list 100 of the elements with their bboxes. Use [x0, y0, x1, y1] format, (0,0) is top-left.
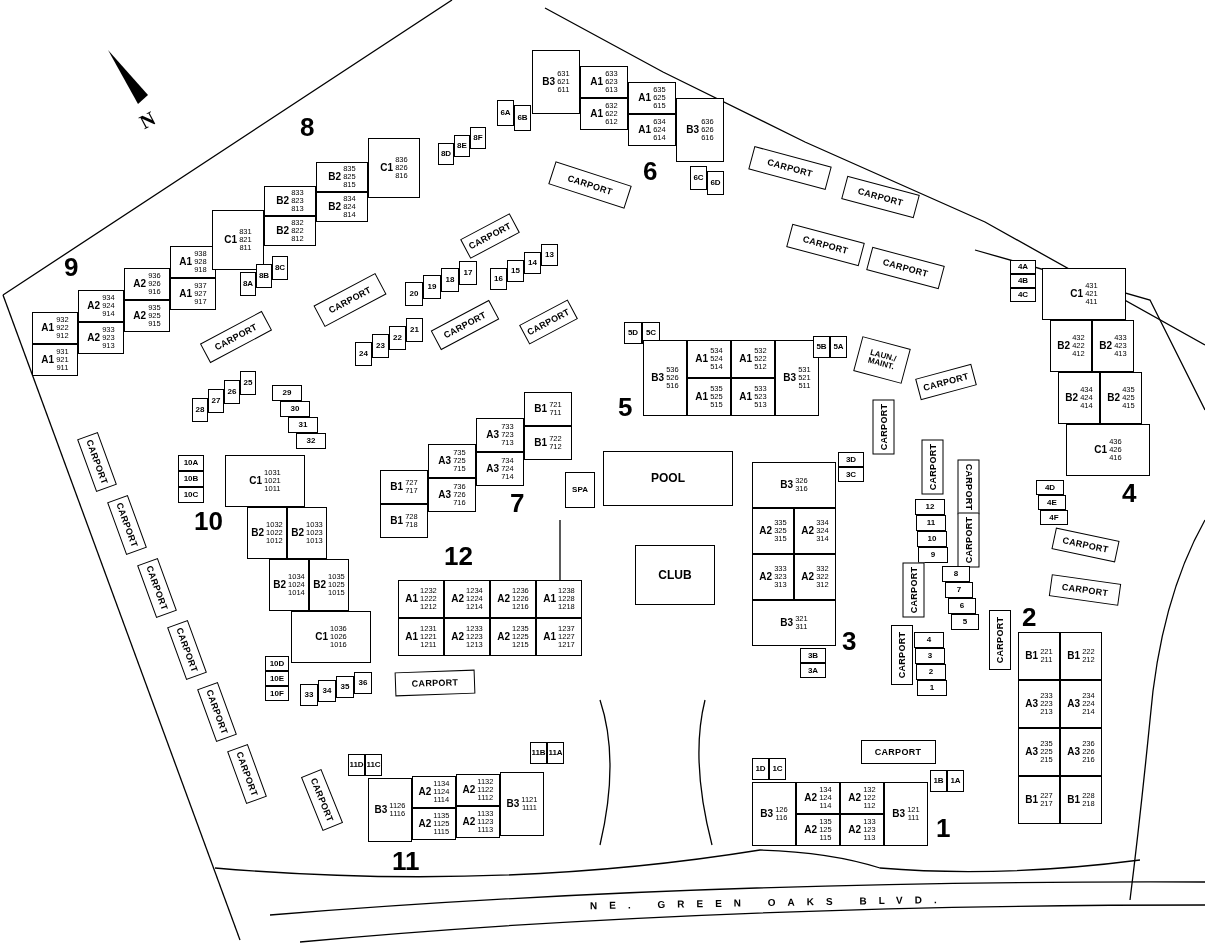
apartment-unit — [212, 210, 264, 270]
unit-type-label: A2 — [801, 572, 815, 582]
garage: 5B — [813, 336, 830, 358]
apartment-unit — [752, 462, 836, 508]
building-number: 5 — [618, 394, 633, 420]
garage: 20 — [405, 282, 423, 306]
apartment-unit — [500, 772, 544, 836]
garage: 31 — [288, 417, 318, 433]
garage: 11 — [916, 515, 946, 531]
garage: 10F — [265, 686, 289, 701]
garage: 18 — [441, 268, 459, 292]
unit-type-label: C1 — [1070, 289, 1084, 299]
unit-type-label: B3 — [760, 809, 774, 819]
unit-type-label: A3 — [1025, 747, 1039, 757]
laundry-maintenance-building: LAUN./ MAINT. — [853, 336, 911, 384]
garage: 28 — [192, 398, 208, 422]
unit-type-label: A1 — [590, 77, 604, 87]
unit-type-label: A3 — [1067, 747, 1081, 757]
unit-type-label: B3 — [783, 373, 797, 383]
unit-type-label: B2 — [1065, 393, 1079, 403]
apartment-unit — [752, 600, 836, 646]
building-number: 7 — [510, 490, 525, 516]
garage: 5A — [830, 336, 847, 358]
unit-type-label: B2 — [251, 528, 265, 538]
apartment-unit — [628, 82, 676, 114]
carport: CARPORT — [1048, 574, 1122, 606]
garage: 10B — [178, 471, 204, 487]
unit-type-label: A2 — [451, 594, 465, 604]
unit-type-label: A2 — [451, 632, 465, 642]
garage: 27 — [208, 389, 224, 413]
carport: CARPORT — [957, 459, 979, 515]
unit-type-label: A2 — [801, 526, 815, 536]
garage: 4D — [1036, 480, 1064, 495]
carport: CARPORT — [989, 610, 1011, 670]
apartment-unit — [580, 98, 628, 130]
garage: 3D — [838, 452, 864, 467]
apartment-unit — [1060, 680, 1102, 728]
carport: CARPORT — [957, 512, 979, 568]
garage: 8 — [942, 566, 970, 582]
carport: CARPORT — [394, 669, 476, 697]
unit-type-label: B1 — [390, 482, 404, 492]
unit-type-label: A3 — [1067, 699, 1081, 709]
garage: 4B — [1010, 274, 1036, 288]
garage: 10A — [178, 455, 204, 471]
unit-type-label: A1 — [41, 355, 55, 365]
apartment-unit — [1060, 728, 1102, 776]
apartment-unit — [444, 580, 490, 618]
unit-type-label: B3 — [651, 373, 665, 383]
unit-type-label: A1 — [695, 354, 709, 364]
unit-type-label: A3 — [486, 430, 500, 440]
unit-type-label: B2 — [1107, 393, 1121, 403]
garage: 8F — [470, 127, 486, 149]
garage: 1 — [917, 680, 947, 696]
unit-type-label: B1 — [1025, 651, 1039, 661]
spa: SPA — [565, 472, 595, 508]
apartment-unit — [32, 312, 78, 344]
unit-type-label: B1 — [534, 404, 548, 414]
apartment-unit — [490, 580, 536, 618]
garage: 3A — [800, 663, 826, 678]
apartment-unit — [796, 814, 840, 846]
garage: 6 — [948, 598, 976, 614]
unit-type-label: C1 — [249, 476, 263, 486]
apartment-unit — [368, 778, 412, 842]
apartment-unit — [380, 504, 428, 538]
garage: 30 — [280, 401, 310, 417]
garage: 5D — [624, 322, 642, 344]
garage: 4A — [1010, 260, 1036, 274]
unit-type-label: B3 — [374, 805, 388, 815]
apartment-unit — [1018, 728, 1060, 776]
unit-type-label: A1 — [179, 257, 193, 267]
unit-type-label: A2 — [462, 785, 476, 795]
apartment-unit — [124, 268, 170, 300]
apartment-unit — [476, 418, 524, 452]
garage: 5 — [951, 614, 979, 630]
unit-type-label: C1 — [380, 163, 394, 173]
unit-type-label: B1 — [1067, 795, 1081, 805]
garage: 8D — [438, 143, 454, 165]
clubhouse: CLUB — [635, 545, 715, 605]
garage: 1C — [769, 758, 786, 780]
garage: 22 — [389, 326, 406, 350]
unit-type-label: B2 — [328, 202, 342, 212]
building-number: 3 — [842, 628, 857, 654]
apartment-unit — [1018, 776, 1060, 824]
unit-type-label: A3 — [486, 464, 500, 474]
unit-type-label: A1 — [405, 632, 419, 642]
garage: 3C — [838, 467, 864, 482]
apartment-unit — [532, 50, 580, 114]
unit-type-label: A1 — [739, 392, 753, 402]
unit-type-label: A2 — [497, 594, 511, 604]
apartment-unit — [687, 378, 731, 416]
garage: 4E — [1038, 495, 1066, 510]
garage: 10D — [265, 656, 289, 671]
apartment-unit — [78, 322, 124, 354]
unit-type-label: A1 — [739, 354, 753, 364]
unit-type-label: B2 — [291, 528, 305, 538]
unit-type-label: A1 — [405, 594, 419, 604]
garage: 6C — [690, 166, 707, 190]
garage: 21 — [406, 318, 423, 342]
garage: 29 — [272, 385, 302, 401]
apartment-unit — [170, 246, 216, 278]
